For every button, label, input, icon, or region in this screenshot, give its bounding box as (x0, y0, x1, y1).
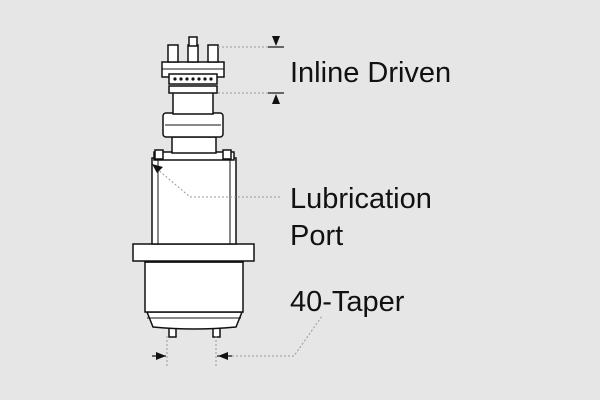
drive-key (188, 36, 198, 47)
crown-tooth (167, 44, 179, 63)
lubrication-port-bolt (222, 149, 232, 160)
dimension-arrow-right (156, 352, 166, 360)
tool-holder (132, 36, 255, 338)
crown-tooth (187, 44, 199, 63)
neck (171, 136, 217, 154)
crown-tooth (207, 44, 219, 63)
dimension-arrow-up (272, 94, 280, 104)
inline-driven-label: Inline Driven (290, 57, 452, 89)
leader-line (155, 167, 280, 198)
leader-line (232, 315, 323, 357)
lubrication-bolts (154, 149, 232, 160)
dimension-arrow-left (218, 352, 228, 360)
lubrication-port-bolt (154, 149, 164, 160)
inline-driven-dimension (218, 36, 284, 104)
spindle (172, 91, 214, 115)
flange (132, 243, 255, 262)
lubrication-port-label-line1: Lubrication (290, 183, 432, 215)
taper-body (144, 261, 244, 313)
lubrication-port-label-line2: Port (290, 220, 344, 252)
bearing-dots (173, 77, 213, 81)
taper-dimension (152, 315, 323, 366)
spindle-band (168, 85, 218, 94)
leader-arrow (152, 164, 163, 173)
taper-bottom-cap (145, 311, 244, 330)
detail-lines (147, 68, 241, 319)
main-housing (151, 157, 237, 245)
lubrication-leader (152, 164, 280, 198)
dimension-arrow-down (272, 36, 280, 46)
taper-label: 40-Taper (290, 286, 405, 318)
